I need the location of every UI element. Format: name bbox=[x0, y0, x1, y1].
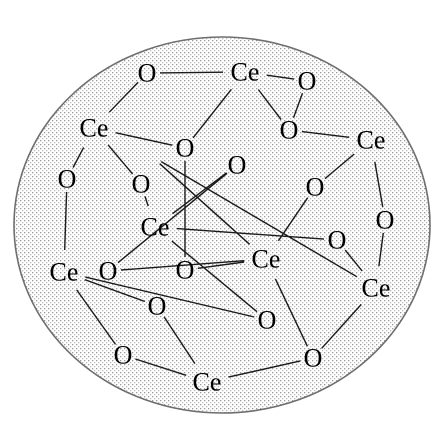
atom-o14: O bbox=[258, 306, 277, 335]
atom-o8: O bbox=[306, 173, 325, 202]
atom-o12: O bbox=[328, 226, 347, 255]
atom-ce3: Ce bbox=[357, 126, 386, 155]
atom-ce2: Ce bbox=[80, 114, 109, 143]
atom-o9: O bbox=[376, 206, 395, 235]
atom-ce7: Ce bbox=[362, 274, 391, 303]
atom-ce6: Ce bbox=[252, 245, 281, 274]
atom-o10: O bbox=[176, 256, 195, 285]
atom-ce5: Ce bbox=[141, 213, 170, 242]
atom-ce8: Ce bbox=[193, 368, 222, 397]
atom-ce4: Ce bbox=[50, 258, 79, 287]
atom-o16: O bbox=[304, 344, 323, 373]
atom-o3: O bbox=[58, 165, 77, 194]
atom-o5: O bbox=[132, 170, 151, 199]
atom-o15: O bbox=[114, 341, 133, 370]
bond-o1-ce1 bbox=[160, 72, 223, 73]
atom-o13: O bbox=[148, 292, 167, 321]
atom-o4: O bbox=[176, 134, 195, 163]
atom-ce1: Ce bbox=[231, 58, 260, 87]
atom-o7: O bbox=[228, 151, 247, 180]
cluster-boundary-circle bbox=[14, 37, 430, 413]
atom-o6: O bbox=[280, 116, 299, 145]
atom-o1: O bbox=[138, 59, 157, 88]
atom-o11: O bbox=[99, 257, 118, 286]
atom-o2: O bbox=[298, 67, 317, 96]
